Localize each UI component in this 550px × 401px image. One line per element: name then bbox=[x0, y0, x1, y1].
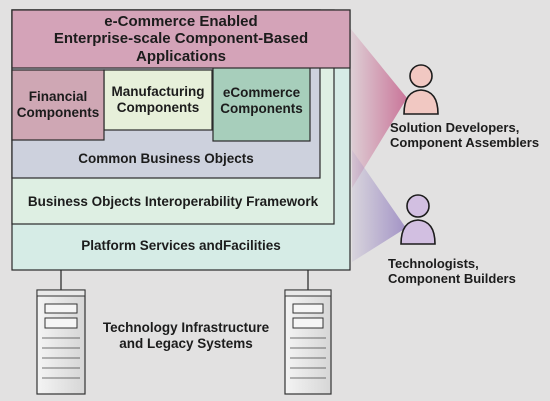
solution-developer-beam bbox=[350, 28, 407, 188]
technologists-label: Technologists, Component Builders bbox=[388, 256, 516, 286]
solution-developer-person-icon bbox=[403, 64, 439, 115]
ecommerce-components-label: eCommerce Components bbox=[220, 84, 303, 116]
interoperability-framework-label: Business Objects Interoperability Framew… bbox=[27, 194, 319, 210]
ecommerce-components-box bbox=[212, 59, 311, 142]
manufacturing-components-label: Manufacturing Components bbox=[111, 84, 205, 115]
application-header-label: e-Commerce Enabled Enterprise-scale Comp… bbox=[53, 13, 309, 65]
server-right bbox=[284, 289, 332, 395]
platform-services-label: Platform Services andFacilities bbox=[81, 238, 281, 254]
server-left bbox=[36, 289, 86, 395]
technologist-person-icon bbox=[400, 194, 436, 245]
solution-developers-label: Solution Developers, Component Assembler… bbox=[390, 120, 540, 150]
financial-components-box bbox=[11, 69, 105, 141]
application-header-box bbox=[11, 9, 351, 69]
common-business-objects-label: Common Business Objects bbox=[78, 151, 254, 167]
technologist-beam bbox=[352, 150, 406, 262]
infrastructure-label: Technology Infrastructure and Legacy Sys… bbox=[102, 320, 270, 351]
financial-components-label: Financial Components bbox=[16, 89, 100, 120]
